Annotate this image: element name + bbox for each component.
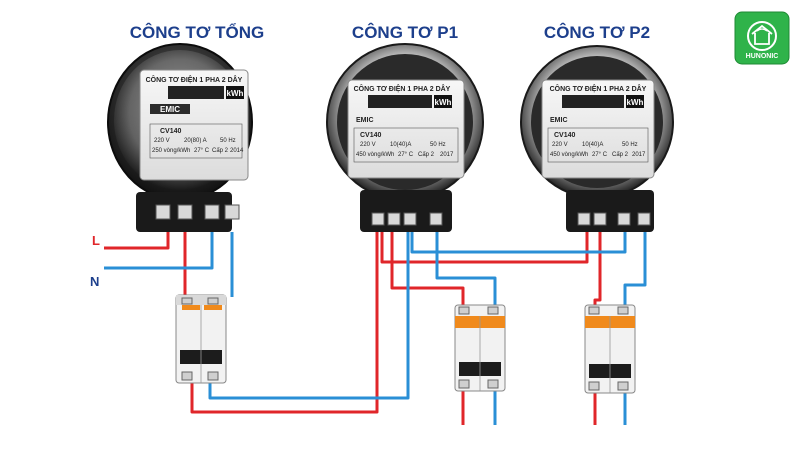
p2-meter-to-p2-breaker-live: [593, 232, 602, 307]
live-in-wire: [104, 232, 170, 250]
sub-meter-1-rev: 450 vòng/kWh: [356, 152, 394, 158]
main-meter: CÔNG TƠ ĐIỆN 1 PHA 2 DÂY kWh EMIC CV140 …: [107, 43, 253, 232]
sub-meter-2-header: CÔNG TƠ ĐIỆN 1 PHA 2 DÂY: [550, 84, 647, 93]
sub-meter-1-class: Cấp 2: [418, 152, 435, 158]
sub-meter-2-terminal-block: [566, 190, 654, 232]
main-meter-face: CÔNG TƠ ĐIỆN 1 PHA 2 DÂY kWh EMIC CV140 …: [139, 69, 249, 181]
sub-meter-1-face: CÔNG TƠ ĐIỆN 1 PHA 2 DÂY kWh EMIC CV140 …: [347, 79, 465, 179]
main-meter-current: 20(80) A: [184, 138, 207, 144]
sub-meter-2-unit: kWh: [627, 98, 644, 107]
sub-meter-2-face: CÔNG TƠ ĐIỆN 1 PHA 2 DÂY kWh EMIC CV140 …: [541, 79, 655, 179]
home-wifi-icon: [751, 24, 773, 45]
sub-meter-1-unit: kWh: [435, 98, 452, 107]
main-meter-model: CV140: [160, 128, 182, 135]
neutral-wires: [104, 232, 647, 425]
sub-meter-2-year: 2017: [632, 152, 646, 158]
neutral-in-wire: [104, 232, 214, 270]
brand-logo-text: HUNONIC: [746, 53, 779, 60]
main-meter-year: 2014: [230, 148, 244, 154]
sub-meter-1: CÔNG TƠ ĐIỆN 1 PHA 2 DÂY kWh EMIC CV140 …: [326, 43, 484, 232]
main-meter-brand: EMIC: [160, 105, 180, 114]
sub-meter-2: CÔNG TƠ ĐIỆN 1 PHA 2 DÂY kWh EMIC CV140 …: [520, 45, 674, 232]
brand-logo: HUNONIC: [734, 11, 790, 65]
main-meter-header: CÔNG TƠ ĐIỆN 1 PHA 2 DÂY: [146, 75, 243, 84]
main-meter-frequency: 50 Hz: [220, 138, 236, 144]
p1-breaker: [454, 304, 506, 392]
sub-meter-2-brand: EMIC: [550, 117, 568, 124]
sub-meter-1-frequency: 50 Hz: [430, 142, 446, 148]
sub-meter-2-rev: 450 vòng/kWh: [550, 152, 588, 158]
live-wires: [104, 232, 602, 425]
sub-meter-1-terminals: [371, 212, 443, 226]
sub-meter-2-current: 10(40)A: [582, 142, 603, 148]
main-meter-unit: kWh: [227, 89, 244, 98]
main-meter-rev: 250 vòng/kWh: [152, 148, 190, 154]
p1-to-p2-neutral: [410, 232, 627, 254]
p1-meter-to-p1-breaker-live: [390, 232, 465, 307]
sub-meter-2-temp: 27° C: [592, 152, 608, 158]
main-meter-title: CÔNG TƠ TỔNG: [130, 23, 264, 42]
main-meter-class: Cấp 2: [212, 148, 229, 154]
sub-meter-1-current: 10(40)A: [390, 142, 411, 148]
sub-meter-2-frequency: 50 Hz: [622, 142, 638, 148]
p2-breaker: [584, 304, 636, 394]
sub-meter-1-brand: EMIC: [356, 117, 374, 124]
sub-meter-2-terminals: [577, 212, 651, 226]
sub-meter-1-terminal-block: [360, 190, 452, 232]
main-meter-voltage: 220 V: [154, 138, 170, 144]
sub-meter-2-model: CV140: [554, 132, 576, 139]
main-meter-terminals: [155, 204, 240, 220]
sub-meter-1-temp: 27° C: [398, 152, 414, 158]
main-meter-temp: 27° C: [194, 148, 210, 154]
sub-meter-2-title: CÔNG TƠ P2: [544, 23, 650, 42]
sub-meter-1-header: CÔNG TƠ ĐIỆN 1 PHA 2 DÂY: [354, 84, 451, 93]
main-breaker: [175, 294, 227, 384]
sub-meter-1-title: CÔNG TƠ P1: [352, 23, 458, 42]
p2-meter-to-p2-breaker-neutral: [623, 232, 647, 307]
p1-meter-to-p1-breaker-neutral: [435, 232, 497, 307]
neutral-line-label: N: [90, 274, 99, 289]
main-breaker-to-p1-neutral: [208, 232, 410, 400]
sub-meter-1-year: 2017: [440, 152, 454, 158]
main-breaker-to-p1-live: [190, 232, 379, 414]
p1-to-p2-live: [375, 232, 589, 264]
sub-meter-1-voltage: 220 V: [360, 142, 376, 148]
live-line-label: L: [92, 233, 100, 248]
sub-meter-2-class: Cấp 2: [612, 152, 629, 158]
sub-meter-2-voltage: 220 V: [552, 142, 568, 148]
sub-meter-1-model: CV140: [360, 132, 382, 139]
